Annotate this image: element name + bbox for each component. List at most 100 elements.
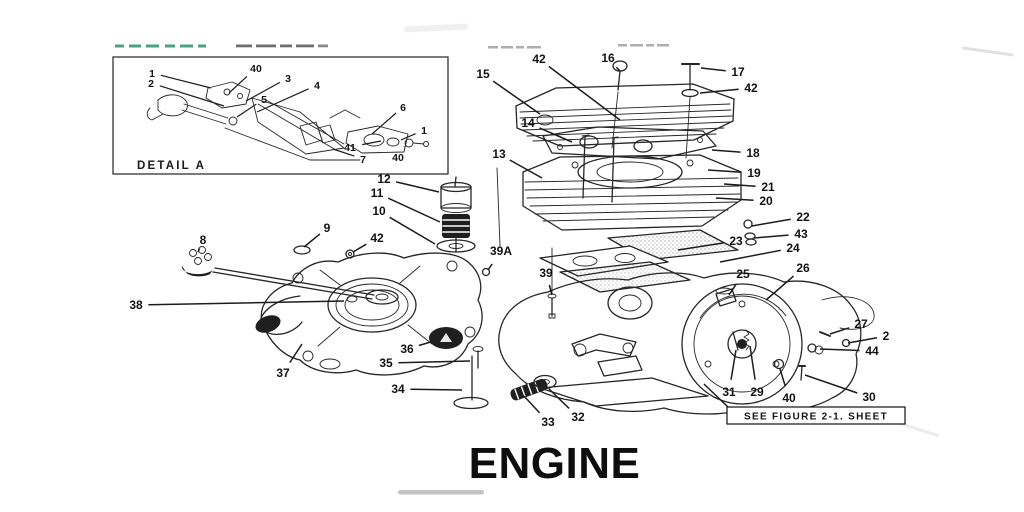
part-callout-16: 16: [601, 51, 615, 65]
rod-31: [732, 331, 739, 351]
part-callout-42: 42: [532, 52, 546, 66]
scan-smudge: [404, 23, 468, 33]
valve-parts: [453, 346, 557, 410]
part-callout-40: 40: [782, 391, 796, 405]
leader-line-18: [711, 149, 741, 153]
leader-line-2: [159, 85, 225, 107]
crankcase: [255, 252, 483, 376]
illegible-microtext-top: [488, 44, 669, 49]
part-callout-30: 30: [862, 390, 876, 404]
leader-line-7: [332, 148, 355, 157]
part-callout-12: 12: [377, 172, 391, 186]
part-callout-7: 7: [360, 154, 366, 166]
illegible-microtext-green: [115, 44, 206, 48]
leader-line-27: [829, 327, 850, 335]
part-callout-1: 1: [149, 68, 155, 80]
part-callout-44: 44: [865, 344, 879, 358]
part-callout-29: 29: [750, 385, 764, 399]
part-callout-33: 33: [541, 415, 555, 429]
alignment-lines: [496, 167, 553, 294]
scan-smudge: [398, 490, 484, 495]
leader-line-43: [753, 234, 789, 239]
leader-line-25: [728, 283, 737, 296]
part-callout-4: 4: [314, 80, 320, 92]
leader-line-39: [548, 284, 553, 296]
leader-line-21: [723, 183, 756, 187]
leader-line-14: [539, 127, 573, 143]
part-callout-42: 42: [370, 231, 384, 245]
flywheel-housing: [498, 272, 875, 415]
leader-line-22: [751, 218, 791, 227]
figure-note-box: [726, 406, 906, 425]
stud-39: [481, 267, 557, 319]
leader-line-6: [371, 112, 397, 135]
leader-line-4: [256, 88, 309, 113]
part-callout-15: 15: [476, 67, 490, 81]
part-callout-18: 18: [746, 146, 760, 160]
part-callout-40: 40: [250, 63, 262, 75]
part-callout-20: 20: [759, 194, 773, 208]
leader-line-13: [509, 159, 543, 179]
leader-line-36: [418, 340, 435, 347]
breather-plates: [539, 229, 739, 293]
fittings-22-43: [743, 219, 757, 246]
part-callout-36: 36: [400, 342, 414, 356]
part-callout-31: 31: [722, 385, 736, 399]
leader-line-42: [699, 88, 739, 94]
part-callout-1: 1: [421, 125, 427, 137]
head-bolt-16: [611, 60, 628, 149]
cylinder-block: [522, 154, 742, 231]
leader-line-11: [387, 197, 441, 223]
leader-line-39A: [487, 263, 493, 271]
cylinder-head: [515, 83, 735, 147]
part-callout-2: 2: [148, 78, 154, 90]
bolt-30: [800, 365, 803, 381]
leader-line-40: [228, 75, 248, 94]
leader-line-42: [548, 65, 621, 121]
part-callout-32: 32: [571, 410, 585, 424]
part-callout-43: 43: [794, 227, 808, 241]
leader-line-34: [410, 388, 463, 391]
part-callout-35: 35: [379, 356, 393, 370]
part-callout-10: 10: [372, 204, 386, 218]
part-callout-9: 9: [324, 221, 331, 235]
part-callout-25: 25: [736, 267, 750, 281]
leader-line-17: [700, 67, 726, 72]
leader-line-16: [615, 66, 621, 72]
leader-line-37: [289, 343, 303, 364]
part-callout-11: 11: [371, 186, 384, 200]
leader-line-8: [197, 248, 201, 253]
illegible-microtext-header: [236, 44, 328, 48]
part-callout-24: 24: [786, 241, 800, 255]
washer-40: [773, 358, 785, 370]
part-callout-23: 23: [729, 234, 743, 248]
leader-line-40: [779, 368, 787, 387]
leader-line-15: [492, 80, 541, 115]
valve-spring-stack: [436, 176, 476, 253]
leader-line-12: [395, 181, 440, 193]
part-callout-17: 17: [731, 65, 745, 79]
leader-line-5: [236, 103, 257, 118]
figure-note: SEE FIGURE 2-1. SHEET: [703, 383, 906, 425]
scan-smudge: [962, 46, 1014, 57]
part-callout-3: 3: [285, 73, 291, 85]
head-bolt-17: [681, 63, 700, 159]
leader-line-26: [765, 275, 795, 301]
leader-line-42: [352, 243, 367, 253]
leader-line-41: [362, 140, 382, 146]
head-gasket: [542, 126, 717, 160]
leader-line-30: [804, 374, 858, 394]
leader-line-38: [148, 300, 345, 306]
leader-line-23: [677, 242, 724, 251]
figure-note-leader: [703, 383, 730, 409]
leader-line-19: [707, 169, 742, 173]
head-studs: [581, 134, 619, 203]
part-callout-6: 6: [400, 102, 406, 114]
part-callout-39A: 39A: [490, 244, 512, 258]
leader-line-29: [749, 345, 756, 380]
